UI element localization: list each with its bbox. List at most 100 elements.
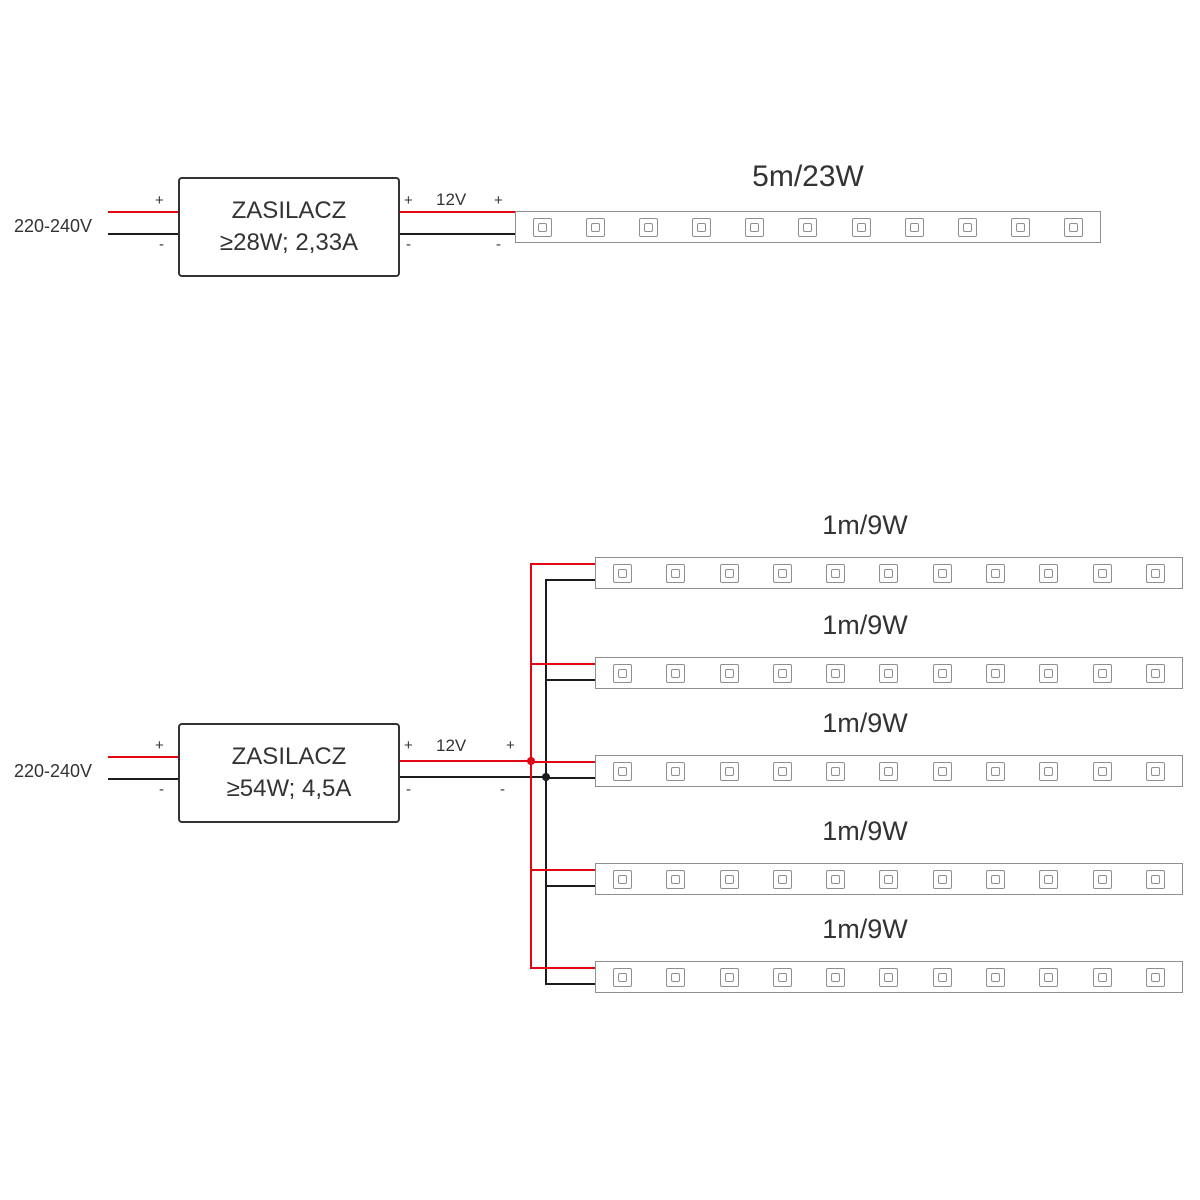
- mains-voltage-label: 220-240V: [14, 216, 93, 236]
- strip-power-label: 1m/9W: [822, 610, 908, 640]
- led-module: [957, 217, 977, 237]
- led-chip: [1044, 972, 1054, 982]
- led-module: [985, 967, 1005, 987]
- led-chip: [990, 766, 1000, 776]
- output-voltage-label: 12V: [436, 190, 467, 209]
- plus-sign: +: [155, 192, 164, 209]
- led-chip: [724, 972, 734, 982]
- led-module: [613, 967, 633, 987]
- branch-negative-wire: [545, 885, 595, 887]
- led-module: [692, 217, 712, 237]
- mains-voltage-label: 220-240V: [14, 761, 93, 781]
- led-module: [719, 663, 739, 683]
- plus-sign: +: [506, 737, 515, 754]
- led-chip: [1150, 766, 1160, 776]
- led-chip: [1068, 222, 1078, 232]
- led-chip: [856, 222, 866, 232]
- branch-negative-wire: [545, 983, 595, 985]
- led-chip: [777, 874, 787, 884]
- mains-live-wire: [108, 211, 178, 213]
- led-module: [772, 563, 792, 583]
- power-supply-box: ZASILACZ ≥54W; 4,5A: [178, 723, 400, 823]
- led-chip: [618, 568, 628, 578]
- led-chip: [1097, 668, 1107, 678]
- led-module: [798, 217, 818, 237]
- led-chip: [937, 766, 947, 776]
- led-chip: [831, 668, 841, 678]
- led-module: [985, 761, 1005, 781]
- led-chip: [1150, 668, 1160, 678]
- led-module: [879, 869, 899, 889]
- power-supply-box: ZASILACZ ≥28W; 2,33A: [178, 177, 400, 277]
- led-chip: [937, 972, 947, 982]
- led-chip: [803, 222, 813, 232]
- output-voltage-label: 12V: [436, 736, 467, 755]
- led-module: [879, 761, 899, 781]
- led-chip: [618, 874, 628, 884]
- led-chip: [671, 972, 681, 982]
- led-module: [1145, 869, 1165, 889]
- led-chip: [990, 972, 1000, 982]
- led-chip: [671, 568, 681, 578]
- led-module: [613, 761, 633, 781]
- led-strip: [515, 211, 1101, 243]
- led-chip: [671, 668, 681, 678]
- led-module: [719, 967, 739, 987]
- psu-name: ZASILACZ: [231, 196, 347, 224]
- minus-sign: -: [159, 236, 164, 253]
- led-module: [932, 967, 952, 987]
- led-chip: [884, 972, 894, 982]
- led-module: [985, 663, 1005, 683]
- positive-bus-wire: [530, 563, 532, 969]
- led-chip: [884, 668, 894, 678]
- strip-power-label: 1m/9W: [822, 708, 908, 738]
- led-chip: [671, 766, 681, 776]
- led-module: [613, 563, 633, 583]
- led-strip: [595, 863, 1183, 895]
- led-strip: [595, 961, 1183, 993]
- plus-sign: +: [155, 737, 164, 754]
- strip-power-label: 1m/9W: [822, 510, 908, 540]
- mains-neutral-wire: [108, 778, 178, 780]
- led-chip: [750, 222, 760, 232]
- led-chip: [1044, 766, 1054, 776]
- led-module: [666, 967, 686, 987]
- led-module: [1145, 663, 1165, 683]
- led-module: [1145, 967, 1165, 987]
- led-module: [745, 217, 765, 237]
- led-module: [1039, 563, 1059, 583]
- led-chip: [777, 972, 787, 982]
- minus-sign: -: [406, 781, 411, 798]
- led-strip: [595, 657, 1183, 689]
- led-chip: [1097, 766, 1107, 776]
- led-chip: [724, 568, 734, 578]
- led-module: [1039, 663, 1059, 683]
- led-module: [1092, 869, 1112, 889]
- output-positive-wire: [400, 760, 532, 762]
- led-module: [719, 761, 739, 781]
- led-chip: [618, 766, 628, 776]
- branch-negative-wire: [545, 579, 595, 581]
- led-module: [772, 869, 792, 889]
- led-chip: [831, 972, 841, 982]
- led-module: [904, 217, 924, 237]
- branch-positive-wire: [530, 663, 595, 665]
- led-module: [1039, 869, 1059, 889]
- led-module: [826, 869, 846, 889]
- led-chip: [724, 668, 734, 678]
- led-chip: [937, 874, 947, 884]
- minus-sign: -: [500, 781, 505, 798]
- led-module: [1092, 761, 1112, 781]
- led-chip: [538, 222, 548, 232]
- branch-negative-wire: [545, 777, 595, 779]
- led-module: [879, 663, 899, 683]
- branch-positive-wire: [530, 967, 595, 969]
- led-module: [719, 563, 739, 583]
- branch-positive-wire: [530, 563, 595, 565]
- led-module: [586, 217, 606, 237]
- branch-positive-wire: [530, 761, 595, 763]
- led-module: [932, 869, 952, 889]
- led-module: [1092, 967, 1112, 987]
- led-chip: [990, 668, 1000, 678]
- led-chip: [909, 222, 919, 232]
